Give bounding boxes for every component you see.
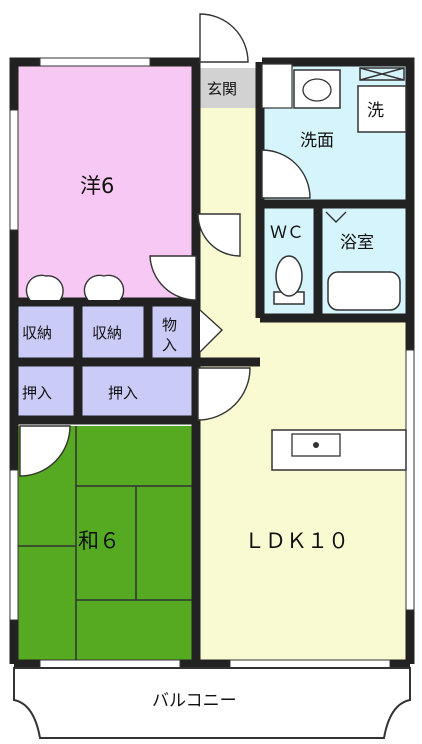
closet-small xyxy=(150,306,194,358)
closet-label-bottom: 入 xyxy=(162,336,177,354)
closet-label-top: 物 xyxy=(162,316,177,334)
balcony-label: バルコニー xyxy=(152,691,237,711)
fixtures xyxy=(261,63,407,471)
balcony xyxy=(13,667,411,739)
storage-label-1: 収納 xyxy=(22,324,52,342)
sink-icon xyxy=(293,69,341,109)
bath-vent-icon xyxy=(325,211,347,223)
washer-label: 洗 xyxy=(367,101,384,121)
storage-room-1 xyxy=(14,306,76,358)
entrance-label: 玄関 xyxy=(207,80,237,98)
washer-tap-icon xyxy=(359,67,405,81)
oshiire-1 xyxy=(14,364,76,416)
wc-label: ＷＣ xyxy=(270,223,304,243)
bathtub-icon xyxy=(327,271,401,311)
tatami-lines xyxy=(14,426,196,662)
bath-label: 浴室 xyxy=(340,233,374,253)
entrance-area xyxy=(200,68,258,108)
western-room-label: 洋6 xyxy=(80,174,114,198)
oshiire-label-2: 押入 xyxy=(108,384,138,402)
washroom-label: 洗面 xyxy=(300,131,334,151)
doors xyxy=(19,13,311,477)
ldk-label: ＬＤＫ１０ xyxy=(244,529,349,553)
toilet-bowl-icon xyxy=(275,255,303,297)
entrance-shoe-box xyxy=(261,63,293,109)
japanese-room-label: 和６ xyxy=(78,529,120,553)
oshiire-label-1: 押入 xyxy=(22,384,52,402)
windows xyxy=(9,57,415,669)
storage-room-2 xyxy=(80,306,146,358)
oshiire-2 xyxy=(80,364,194,416)
washer-space-icon xyxy=(357,85,407,133)
storage-label-2: 収納 xyxy=(92,324,122,342)
